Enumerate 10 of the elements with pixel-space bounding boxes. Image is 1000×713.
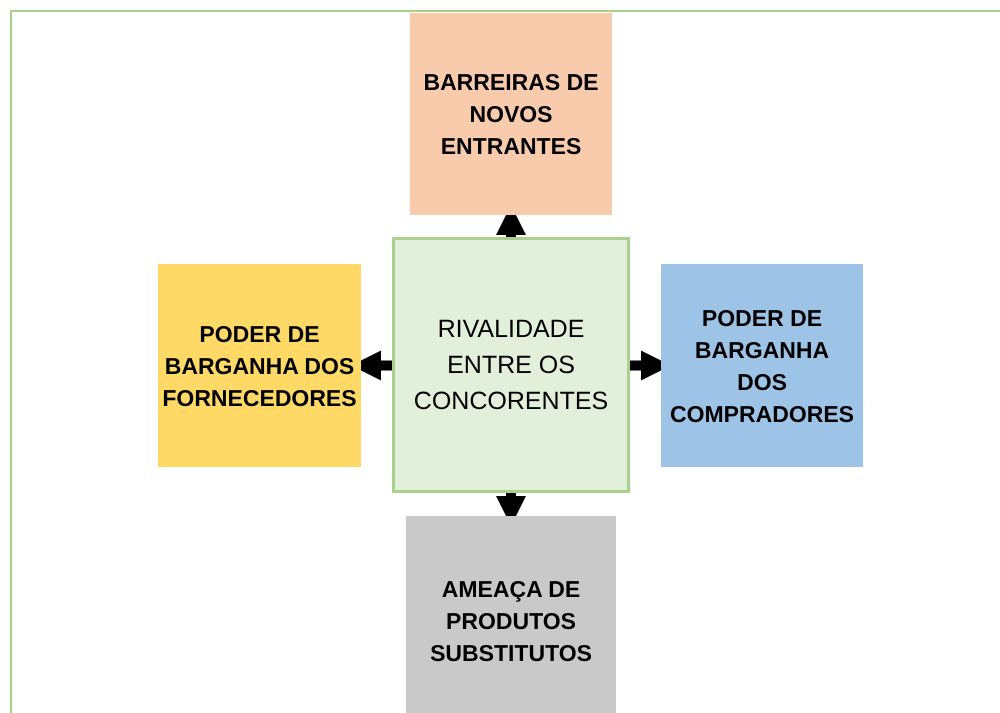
box-label: PODER DE BARGANHA DOS COMPRADORES (669, 304, 855, 428)
central-box (392, 237, 630, 493)
force-box (410, 13, 612, 215)
box-label: BARREIRAS DE NOVOS ENTRANTES (422, 68, 600, 161)
box-label: RIVALIDADE ENTRE OS CONCORENTES (412, 314, 610, 417)
box-label: PODER DE BARGANHA DOS FORNECEDORES (162, 320, 357, 412)
force-box (158, 264, 361, 467)
box-label: AMEAÇA DE PRODUTOS SUBSTITUTOS (429, 575, 593, 668)
force-box (406, 516, 616, 713)
force-box (661, 264, 863, 467)
